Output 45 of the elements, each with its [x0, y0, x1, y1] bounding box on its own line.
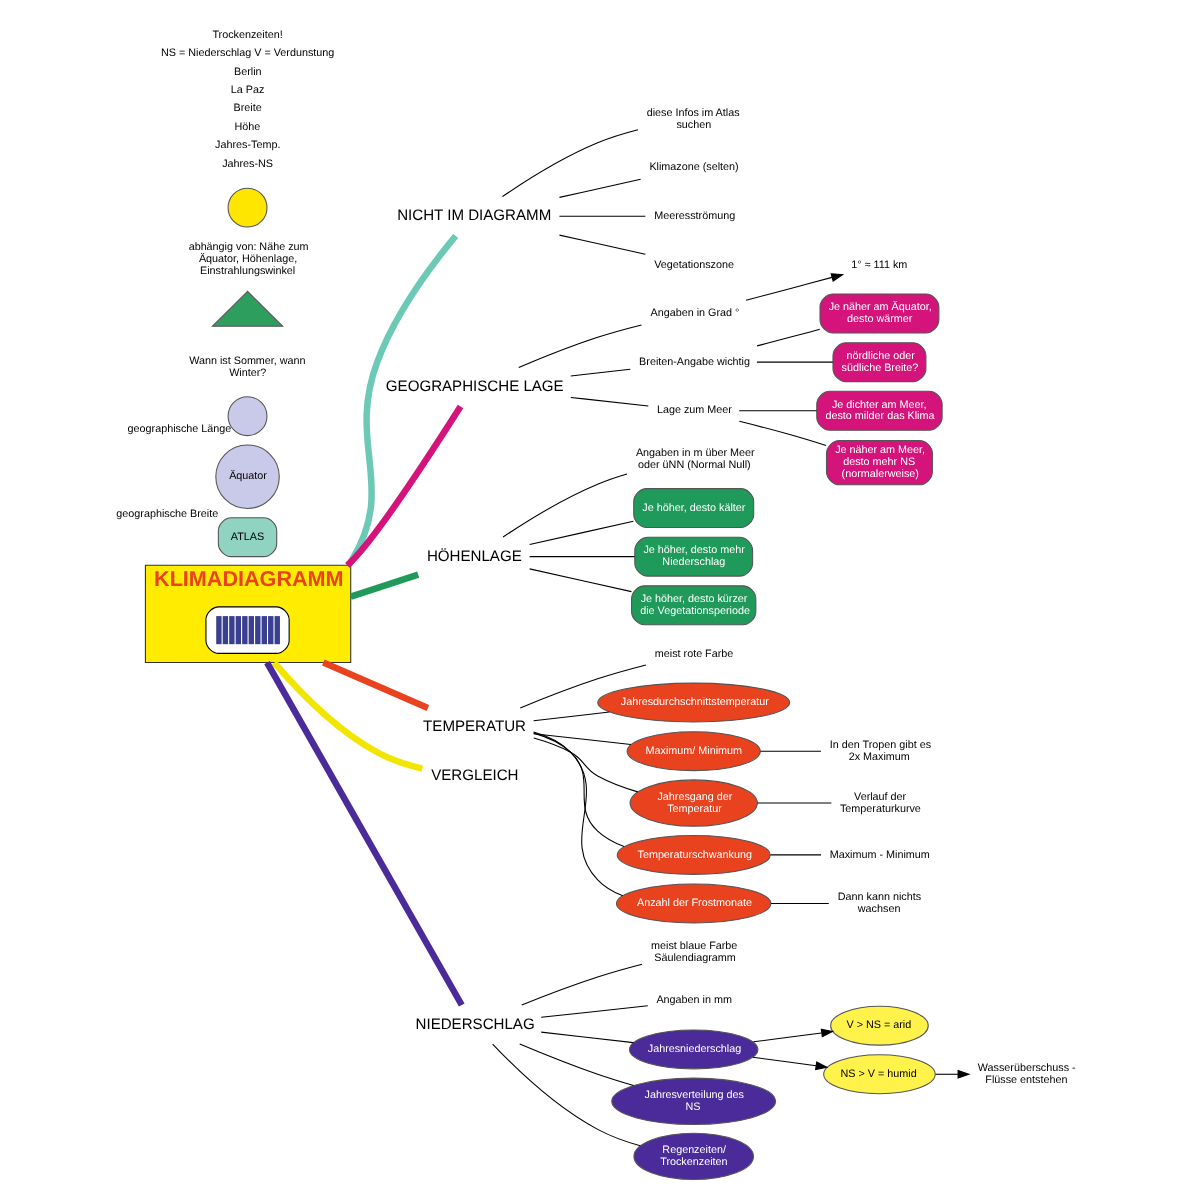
arrow	[752, 1056, 829, 1071]
connector	[558, 215, 646, 217]
connector	[756, 328, 821, 347]
connector	[558, 234, 646, 255]
connector	[322, 659, 430, 711]
connector	[570, 396, 649, 407]
node-picture	[205, 606, 290, 654]
connector	[738, 420, 827, 446]
connector	[518, 324, 643, 369]
connector	[271, 660, 424, 772]
arrow	[752, 1028, 835, 1043]
connector	[570, 368, 631, 377]
arrow	[745, 273, 845, 301]
connector	[769, 854, 822, 856]
connector	[756, 361, 834, 363]
connector	[349, 571, 420, 600]
connector	[264, 660, 465, 1007]
node-picture	[211, 290, 284, 327]
connector	[533, 732, 625, 848]
connector	[540, 1005, 649, 1018]
connector	[501, 129, 639, 198]
connector	[770, 903, 830, 905]
connector	[529, 520, 634, 545]
connector	[521, 963, 643, 1006]
connector	[533, 731, 624, 897]
connector	[492, 1043, 641, 1147]
connector	[540, 1031, 634, 1044]
connector	[558, 178, 642, 198]
node-circle	[227, 187, 268, 228]
cluster: KLIMADIAGRAMM	[144, 564, 352, 664]
connector	[519, 664, 647, 709]
connector	[533, 733, 632, 745]
connector	[519, 1043, 635, 1087]
connector	[760, 750, 822, 752]
arrow	[935, 1069, 971, 1079]
connector	[345, 404, 464, 568]
connector	[738, 410, 818, 412]
connector	[533, 711, 610, 722]
connector	[529, 556, 636, 558]
connector	[502, 473, 628, 538]
connector	[345, 233, 459, 568]
connector	[529, 568, 632, 593]
node-circle	[227, 396, 268, 437]
connector	[756, 802, 832, 804]
connector	[533, 737, 639, 793]
